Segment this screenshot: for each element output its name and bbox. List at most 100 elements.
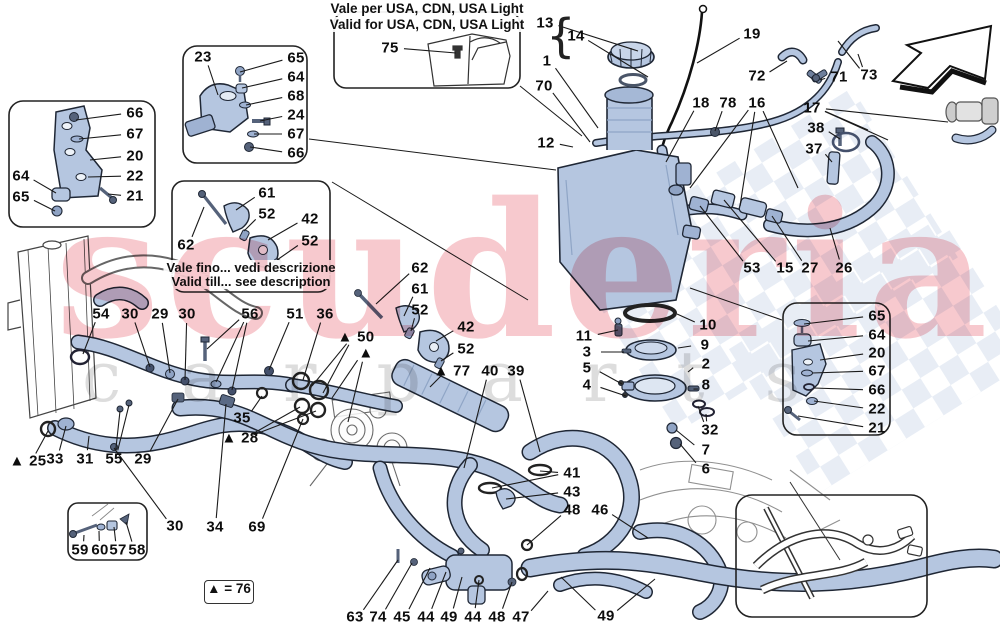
leader-line bbox=[161, 322, 171, 374]
cap-gasket bbox=[618, 73, 648, 87]
leader-line bbox=[75, 113, 122, 121]
leader-line bbox=[261, 418, 304, 519]
usa-note-line1: Vale per USA, CDN, USA Light bbox=[327, 1, 527, 16]
leader-line bbox=[403, 296, 414, 317]
leader-line bbox=[134, 322, 151, 368]
leader-line bbox=[331, 359, 359, 399]
hose-context-inset-art bbox=[752, 481, 923, 600]
clamp-group bbox=[354, 289, 450, 370]
leader-line bbox=[322, 344, 350, 394]
leader-line bbox=[311, 343, 348, 387]
union-fittings bbox=[668, 184, 784, 240]
leader-line bbox=[813, 400, 864, 409]
mount-inset-art bbox=[69, 503, 130, 538]
heat-shield bbox=[391, 358, 510, 433]
leader-line bbox=[452, 576, 463, 609]
leader-line bbox=[558, 25, 639, 52]
leader-line bbox=[705, 413, 708, 422]
hose-path-16 bbox=[372, 460, 460, 564]
hose-path-5 bbox=[523, 431, 639, 563]
leader-line bbox=[762, 110, 799, 189]
valid-till-inset-art bbox=[198, 190, 282, 271]
hose-path-11 bbox=[554, 573, 652, 598]
leader-line bbox=[559, 143, 574, 148]
leader-line bbox=[811, 370, 864, 374]
leader-line bbox=[714, 110, 723, 132]
leader-line bbox=[837, 40, 860, 69]
leader-line bbox=[600, 386, 627, 397]
leader-lines bbox=[33, 25, 949, 612]
leader-line bbox=[771, 215, 803, 262]
leader-line bbox=[89, 156, 122, 161]
radiator-outline bbox=[7, 235, 97, 419]
leader-line bbox=[676, 313, 696, 323]
leader-line bbox=[665, 110, 695, 163]
leader-line bbox=[679, 443, 697, 464]
usa-tank-outline-art bbox=[427, 33, 511, 87]
leader-line bbox=[191, 206, 205, 238]
inset-box-hose-context bbox=[735, 494, 928, 618]
leader-line bbox=[250, 395, 263, 412]
leader-line bbox=[829, 227, 840, 260]
leader-line bbox=[824, 153, 833, 163]
leader-line bbox=[215, 403, 227, 519]
hose-path-4 bbox=[286, 379, 402, 412]
till-note-line1: Vale fino... vedi descrizione bbox=[163, 260, 339, 275]
leader-line bbox=[552, 92, 591, 143]
leader-line bbox=[33, 179, 57, 194]
leader-line bbox=[689, 109, 749, 189]
leader-line bbox=[739, 111, 756, 207]
leader-line bbox=[599, 371, 623, 385]
leader-line bbox=[231, 322, 248, 391]
leader-line bbox=[259, 115, 283, 122]
leader-line bbox=[803, 316, 864, 325]
leader-line bbox=[675, 429, 695, 446]
leader-line bbox=[86, 435, 90, 451]
context-lines bbox=[308, 85, 783, 321]
leader-line bbox=[125, 521, 133, 542]
leader-line bbox=[245, 97, 283, 106]
inset-box-mount bbox=[67, 502, 148, 561]
leader-line bbox=[560, 576, 596, 611]
leader-line bbox=[384, 562, 413, 610]
leader-line bbox=[677, 345, 692, 349]
leader-line bbox=[115, 410, 121, 451]
hose-path-6 bbox=[448, 458, 489, 557]
inset-box-bracket-right bbox=[782, 302, 891, 436]
leader-line bbox=[58, 425, 67, 451]
leader-line bbox=[828, 131, 841, 140]
leader-line bbox=[530, 590, 549, 612]
leader-line bbox=[113, 526, 117, 542]
leader-line bbox=[463, 379, 487, 469]
bracket-inset-left-art bbox=[51, 105, 117, 217]
inset-box-valid-till bbox=[171, 180, 331, 293]
leader-line bbox=[362, 559, 399, 611]
leader-line bbox=[276, 245, 299, 261]
bracket-inset-right-art bbox=[784, 319, 827, 422]
leader-line bbox=[723, 199, 777, 262]
leader-line bbox=[87, 175, 122, 178]
leader-line bbox=[267, 222, 298, 241]
leader-line bbox=[252, 406, 301, 435]
leader-line bbox=[697, 405, 705, 423]
leader-line bbox=[410, 318, 416, 332]
leader-line bbox=[696, 37, 740, 64]
filler-cap bbox=[607, 41, 655, 87]
leader-line bbox=[797, 415, 864, 428]
leader-line bbox=[825, 108, 949, 123]
leader-line bbox=[501, 581, 513, 609]
legend-box: ▲ = 76 bbox=[204, 580, 254, 604]
leader-line bbox=[375, 273, 410, 305]
leader-line bbox=[107, 193, 122, 196]
leader-line bbox=[526, 515, 562, 546]
leader-line bbox=[519, 379, 541, 453]
leader-line bbox=[184, 322, 188, 381]
inset-box-bracket-top bbox=[182, 45, 308, 164]
leader-line bbox=[215, 321, 245, 383]
hose-path-16 bbox=[374, 462, 458, 562]
leader-line bbox=[408, 567, 431, 610]
leader-line bbox=[268, 321, 290, 371]
leader-line bbox=[474, 579, 480, 609]
